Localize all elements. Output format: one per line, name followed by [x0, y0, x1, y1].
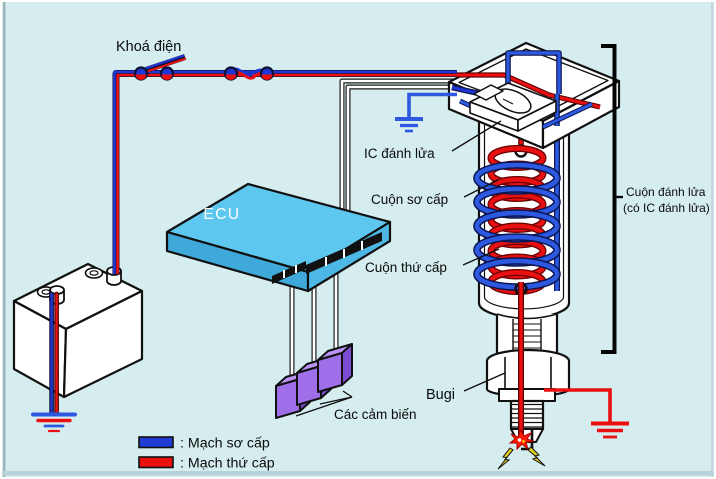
label-cuon-so-cap: Cuộn sơ cấp — [371, 192, 448, 207]
legend-label-secondary: : Mạch thứ cấp — [180, 456, 275, 472]
spark-plug-ground-wire — [544, 388, 629, 439]
pointer-ic — [451, 120, 502, 152]
ecu-label: ECU — [203, 206, 240, 223]
pointer-secondary — [462, 248, 500, 266]
label-cac-cam-bien: Các cảm biến — [334, 407, 417, 422]
spark-plug — [485, 313, 571, 451]
igniter-ground-icon — [395, 117, 423, 133]
label-cuon-danh-lua-line1: Cuộn đánh lửa — [626, 185, 706, 199]
label-khoa-dien: Khoá điện — [116, 39, 181, 55]
legend: : Mạch sơ cấp : Mạch thứ cấp — [138, 436, 275, 472]
sensors — [275, 343, 353, 419]
label-bugi: Bugi — [426, 387, 455, 403]
sensor-3 — [317, 343, 353, 393]
battery-ground-wire — [31, 291, 77, 433]
ignition-switch — [133, 54, 187, 81]
legend-label-primary: : Mạch sơ cấp — [180, 436, 270, 452]
label-ic-danh-lua: IC đánh lửa — [364, 146, 435, 161]
pointer-lines — [451, 120, 506, 392]
sensor-pointer-lines — [295, 390, 353, 417]
spark-icon — [508, 428, 535, 451]
legend-swatch-primary — [138, 436, 174, 449]
spark-plug-ground-icon — [591, 421, 629, 439]
battery-ground-icon — [31, 412, 77, 433]
igniter-housing — [447, 41, 621, 150]
legend-swatch-secondary — [138, 456, 174, 469]
fuse — [223, 66, 275, 81]
lightning-icon — [497, 446, 546, 470]
ecu-box: ECU — [165, 182, 392, 293]
ecu-connector — [272, 232, 382, 284]
primary-winding — [473, 161, 561, 291]
pointer-bugi — [463, 372, 506, 392]
main-power-wire — [112, 70, 457, 274]
pointer-primary — [463, 179, 499, 198]
igniter-ic — [469, 82, 557, 132]
label-cuon-danh-lua-line2: (có IC đánh lửa) — [623, 201, 710, 215]
label-cuon-thu-cap: Cuộn thứ cấp — [365, 260, 447, 275]
igniter-ground-wire — [395, 92, 457, 133]
coil-bracket — [601, 44, 623, 354]
